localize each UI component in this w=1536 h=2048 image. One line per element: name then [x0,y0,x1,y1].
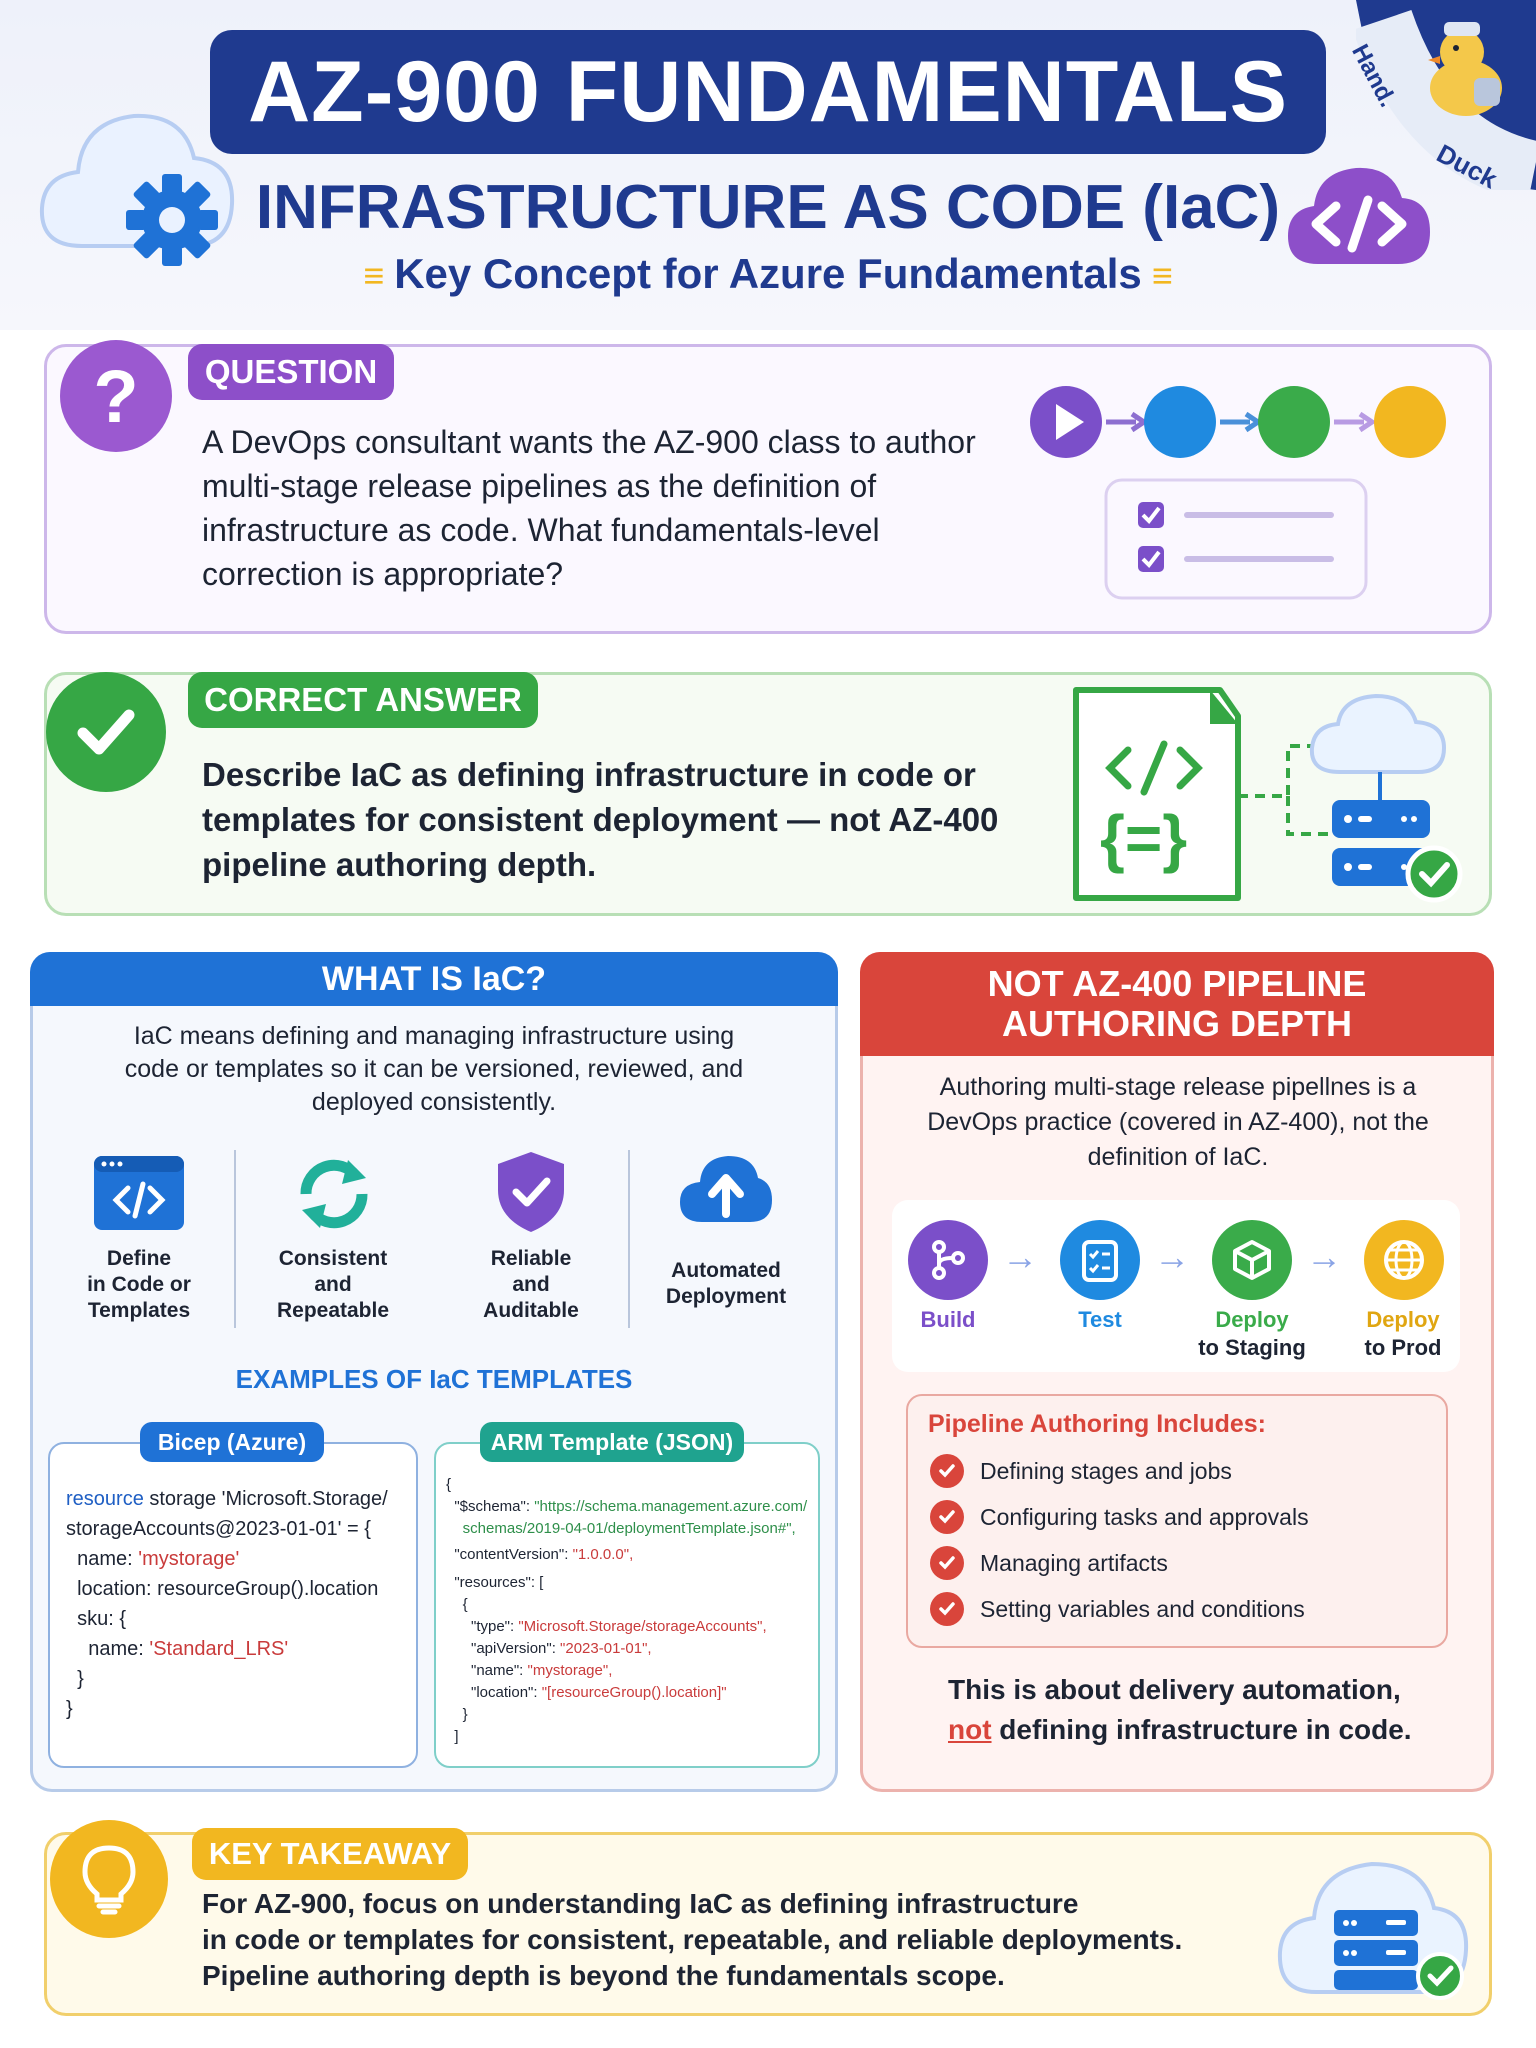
code-line: resource storage 'Microsoft.Storage/ [66,1488,388,1510]
code-line: } [66,1668,84,1690]
step-build-label: Build [920,1307,976,1332]
code-cloud-icon [1288,167,1430,264]
cube-icon [1212,1220,1292,1300]
code-line: location: resourceGroup().location [66,1578,379,1600]
feature-divider [628,1150,630,1328]
bicep-code: resource storage 'Microsoft.Storage/stor… [66,1484,388,1724]
refresh-icon [300,1159,368,1229]
list-item: Defining stages and jobs [930,1454,1232,1488]
main-title: AZ-900 FUNDAMENTALS [248,43,1288,140]
code-line: "contentVersion": "1.0.0.0", [446,1546,634,1563]
checklist-icon [1060,1220,1140,1300]
arm-code-box [434,1442,820,1768]
pipeline-flow-illustration [1030,386,1446,600]
not-az400-intro: Authoring multi-stage release pipellnes … [927,1073,1429,1171]
svg-text:{=}: {=} [1100,802,1187,874]
pipeline-includes-title: Pipeline Authoring Includes: [928,1410,1266,1438]
cloud-server-icon [1277,1861,1469,2000]
spark-left-icon: ≡ [363,255,385,296]
what-is-iac-intro: IaC means defining and managing infrastr… [124,1022,744,1116]
check-circle-icon [930,1592,964,1626]
tagline: Key Concept for Azure Fundamentals [394,250,1142,297]
feature-automated: Automated Deployment [665,1259,787,1308]
code-line: "name": "mystorage", [446,1662,613,1679]
code-line: { [446,1596,468,1613]
pipeline-steps [892,1200,1460,1372]
tagline-row: ≡Key Concept for Azure Fundamentals≡ [300,250,1236,298]
spark-right-icon: ≡ [1151,255,1173,296]
code-line: } [446,1706,468,1723]
bicep-code-box [48,1442,418,1768]
step-test-label: Test [1078,1307,1122,1332]
checkmark-icon [46,672,166,792]
code-window-icon [94,1156,184,1230]
mascot-badge [1356,0,1536,190]
code-line: "location": "[resourceGroup().location]" [446,1684,727,1701]
question-label: QUESTION [188,344,394,400]
answer-text: Describe IaC as defining infrastructure … [202,756,999,883]
takeaway-text: For AZ-900, focus on understanding IaC a… [202,1888,1183,1991]
code-line: } [66,1698,73,1720]
feature-define: Define in Code or Templates [87,1247,191,1322]
code-line: { [446,1476,452,1493]
takeaway-label: KEY TAKEAWAY [192,1828,468,1880]
subtitle: INFRASTRUCTURE AS CODE (IaC) [255,173,1281,242]
bicep-label: Bicep (Azure) [140,1422,324,1462]
arrow-right-icon: → [1306,1236,1342,1277]
shield-check-icon [498,1152,564,1232]
not-az400-card [860,952,1494,1792]
lightbulb-icon [50,1820,168,1938]
cloud-upload-icon [680,1156,772,1222]
code-line: schemas/2019-04-01/deploymentTemplate.js… [446,1520,796,1537]
code-line: name: 'Standard_LRS' [66,1638,289,1660]
code-line: name: 'mystorage' [66,1548,240,1570]
check-circle-icon [930,1546,964,1580]
code-line: "type": "Microsoft.Storage/storageAccoun… [446,1618,767,1635]
feature-consistent: Consistent and Repeatable [276,1247,390,1322]
code-file-cloud-illustration: {=} [1073,687,1463,903]
code-line: ] [446,1728,459,1745]
feature-divider [234,1150,236,1328]
question-mark-icon: ? [60,340,172,452]
code-line: "$schema": "https://schema.management.az… [446,1498,808,1515]
pipeline-includes-box [906,1394,1448,1648]
check-circle-icon [930,1500,964,1534]
check-circle-icon [930,1454,964,1488]
arrow-right-icon: → [1154,1236,1190,1277]
code-line: sku: { [66,1608,127,1630]
branch-icon [908,1220,988,1300]
cloud-gear-icon [39,113,235,266]
question-text: A DevOps consultant wants the AZ-900 cla… [202,424,976,592]
code-line: storageAccounts@2023-01-01' = { [66,1518,371,1540]
main-title-banner: AZ-900 FUNDAMENTALS [210,30,1326,154]
globe-icon [1364,1220,1444,1300]
code-line: "resources": [ [446,1574,544,1591]
examples-title: EXAMPLES OF IaC TEMPLATES [235,1364,633,1394]
list-item: Setting variables and conditions [930,1592,1305,1626]
arm-code: { "$schema": "https://schema.management.… [446,1474,807,1748]
code-line: "apiVersion": "2023-01-01", [446,1640,652,1657]
list-item: Configuring tasks and approvals [930,1500,1309,1534]
arrow-right-icon: → [1002,1236,1038,1277]
not-az400-footer: This is about delivery automation, not d… [948,1674,1412,1745]
answer-label: CORRECT ANSWER [188,672,538,728]
what-is-iac-heading: WHAT IS IaC? [30,952,838,1006]
list-item: Managing artifacts [930,1546,1168,1580]
arm-label: ARM Template (JSON) [480,1422,744,1462]
feature-reliable: Reliable and Auditable [483,1247,579,1322]
